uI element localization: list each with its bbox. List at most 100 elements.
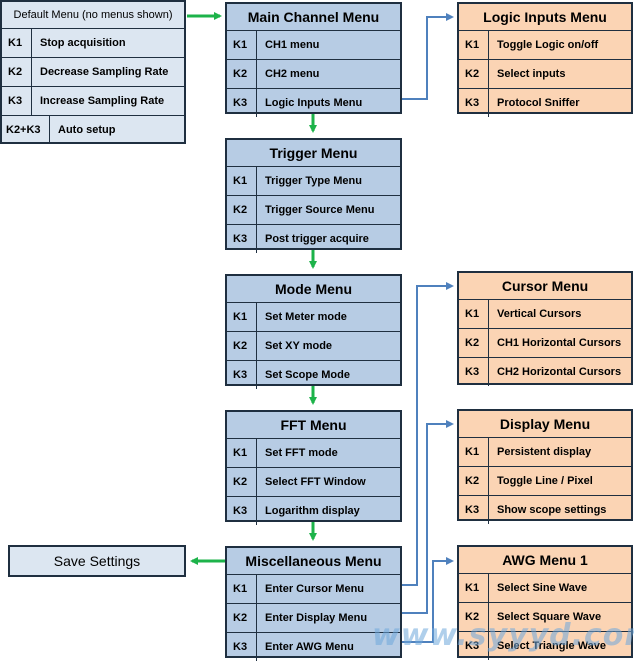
- action-label: CH2 Horizontal Cursors: [497, 366, 622, 378]
- action-label: Increase Sampling Rate: [40, 95, 165, 107]
- key-label: K1: [227, 439, 257, 467]
- key-label: K1: [227, 31, 257, 59]
- menu-row: K3 Set Scope Mode: [227, 361, 400, 389]
- action-label: Select FFT Window: [265, 476, 366, 488]
- menu-row: K2 Set XY mode: [227, 332, 400, 361]
- action-label: Post trigger acquire: [265, 233, 369, 245]
- mode-menu-box: Mode Menu K1 Set Meter mode K2 Set XY mo…: [225, 274, 402, 389]
- menu-row: K1 Trigger Type Menu: [227, 167, 400, 196]
- display-menu-title: Display Menu: [459, 411, 631, 438]
- key-label: K3: [227, 497, 257, 525]
- awg-menu-title: AWG Menu 1: [459, 547, 631, 574]
- fft-menu-title: FFT Menu: [227, 412, 400, 439]
- link-main-to-logic: [401, 13, 454, 100]
- menu-row: K1 Set Meter mode: [227, 303, 400, 332]
- action-label: Trigger Type Menu: [265, 175, 362, 187]
- trigger-menu-title: Trigger Menu: [227, 140, 400, 167]
- key-label: K2: [227, 196, 257, 224]
- key-label: K1: [459, 31, 489, 59]
- key-label: K3: [227, 361, 257, 389]
- action-label: Enter Display Menu: [265, 612, 368, 624]
- action-label: Set Scope Mode: [265, 369, 350, 381]
- cursor-menu-box: Cursor Menu K1 Vertical Cursors K2 CH1 H…: [457, 271, 633, 386]
- key-label: K3: [459, 632, 489, 660]
- key-label: K2+K3: [2, 116, 50, 144]
- link-misc-to-cursor: [401, 282, 454, 586]
- key-label: K3: [459, 496, 489, 524]
- action-label: Select inputs: [497, 68, 566, 80]
- cursor-menu-title: Cursor Menu: [459, 273, 631, 300]
- action-label: CH2 menu: [265, 68, 320, 80]
- menu-row: K1 Select Sine Wave: [459, 574, 631, 603]
- logic-inputs-menu-title: Logic Inputs Menu: [459, 4, 631, 31]
- main-channel-menu-title: Main Channel Menu: [227, 4, 400, 31]
- action-label: Toggle Logic on/off: [497, 39, 599, 51]
- misc-menu-box: Miscellaneous Menu K1 Enter Cursor Menu …: [225, 546, 402, 661]
- key-label: K3: [227, 633, 257, 661]
- menu-row: K2 Select inputs: [459, 60, 631, 89]
- key-label: K2: [227, 332, 257, 360]
- main-channel-menu-box: Main Channel Menu K1 CH1 menu K2 CH2 men…: [225, 2, 402, 117]
- key-label: K2: [227, 468, 257, 496]
- key-label: K1: [459, 574, 489, 602]
- action-label: Protocol Sniffer: [497, 97, 580, 109]
- menu-row: K1 Vertical Cursors: [459, 300, 631, 329]
- trigger-menu-box: Trigger Menu K1 Trigger Type Menu K2 Tri…: [225, 138, 402, 253]
- key-label: K2: [227, 60, 257, 88]
- key-label: K3: [227, 225, 257, 253]
- key-label: K2: [459, 60, 489, 88]
- action-label: Select Sine Wave: [497, 582, 588, 594]
- menu-row: K3 Logic Inputs Menu: [227, 89, 400, 117]
- logic-inputs-menu-box: Logic Inputs Menu K1 Toggle Logic on/off…: [457, 2, 633, 117]
- menu-row: K1 Set FFT mode: [227, 439, 400, 468]
- key-label: K1: [459, 300, 489, 328]
- save-settings-label: Save Settings: [53, 553, 141, 569]
- display-menu-box: Display Menu K1 Persistent display K2 To…: [457, 409, 633, 524]
- menu-row: K1 Persistent display: [459, 438, 631, 467]
- action-label: Stop acquisition: [40, 37, 126, 49]
- action-label: Show scope settings: [497, 504, 607, 516]
- key-label: K2: [227, 604, 257, 632]
- key-label: K2: [459, 329, 489, 357]
- key-label: K2: [459, 603, 489, 631]
- default-menu-box: Default Menu (no menus shown) K1 Stop ac…: [0, 0, 186, 144]
- menu-row: K2 CH2 menu: [227, 60, 400, 89]
- menu-row: K3 Post trigger acquire: [227, 225, 400, 253]
- key-label: K2: [2, 58, 32, 86]
- menu-row: K3 Enter AWG Menu: [227, 633, 400, 661]
- menu-row: K2 Toggle Line / Pixel: [459, 467, 631, 496]
- menu-row: K2 Decrease Sampling Rate: [2, 58, 184, 87]
- mode-menu-title: Mode Menu: [227, 276, 400, 303]
- key-label: K3: [2, 87, 32, 115]
- menu-row: K1 CH1 menu: [227, 31, 400, 60]
- action-label: CH1 menu: [265, 39, 320, 51]
- key-label: K3: [459, 89, 489, 117]
- key-label: K2: [459, 467, 489, 495]
- awg-menu-box: AWG Menu 1 K1 Select Sine Wave K2 Select…: [457, 545, 633, 660]
- watermark-text: www.syyyd.com: [372, 618, 634, 653]
- menu-row: K3 Show scope settings: [459, 496, 631, 524]
- action-label: Set XY mode: [265, 340, 333, 352]
- link-misc-to-display: [401, 420, 454, 614]
- action-label: Auto setup: [58, 124, 116, 136]
- menu-row: K2 Trigger Source Menu: [227, 196, 400, 225]
- key-label: K3: [459, 358, 489, 386]
- key-label: K1: [227, 303, 257, 331]
- menu-row: K2+K3 Auto setup: [2, 116, 184, 144]
- menu-row: K3 Increase Sampling Rate: [2, 87, 184, 116]
- action-label: Toggle Line / Pixel: [497, 475, 593, 487]
- key-label: K1: [227, 167, 257, 195]
- menu-row: K2 Select FFT Window: [227, 468, 400, 497]
- action-label: CH1 Horizontal Cursors: [497, 337, 622, 349]
- default-menu-title: Default Menu (no menus shown): [2, 2, 184, 29]
- save-settings-box: Save Settings: [8, 545, 186, 577]
- key-label: K1: [2, 29, 32, 57]
- action-label: Set Meter mode: [265, 311, 347, 323]
- action-label: Vertical Cursors: [497, 308, 582, 320]
- menu-row: K3 Protocol Sniffer: [459, 89, 631, 117]
- action-label: Select Square Wave: [497, 611, 602, 623]
- action-label: Enter Cursor Menu: [265, 583, 365, 595]
- key-label: K1: [227, 575, 257, 603]
- menu-row: K2 Enter Display Menu: [227, 604, 400, 633]
- menu-row: K1 Enter Cursor Menu: [227, 575, 400, 604]
